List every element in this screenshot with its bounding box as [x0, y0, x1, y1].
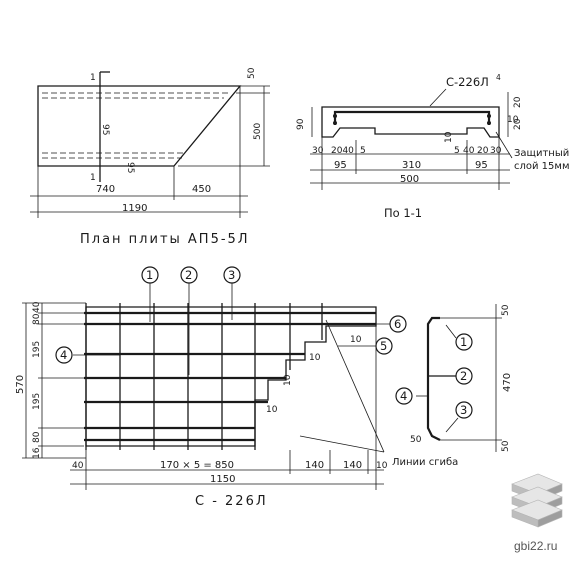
section-dim-95-left: 95 — [334, 160, 347, 171]
mesh-step-dim-2: 10 — [309, 353, 321, 363]
bent-callout-1: 1 — [460, 335, 467, 349]
section-rebar-label: С-226Л — [446, 75, 489, 89]
plan-dim-95-bottom: 95 — [125, 162, 135, 173]
mesh-dim-1150: 1150 — [210, 474, 235, 485]
bent-rebar — [426, 316, 441, 441]
section-dim-310: 310 — [402, 160, 421, 171]
section-mark-bottom: 1 — [90, 173, 96, 183]
plan-dim-500: 500 — [253, 123, 263, 140]
bent-dim-50-side: 50 — [410, 435, 422, 445]
section-dim-5: 5 — [360, 146, 366, 156]
fold-line-2 — [299, 435, 385, 453]
mesh-callout-2: 2 — [185, 268, 192, 282]
plan-view: 1 1 95 95 50 500 740 450 1190 План плиты… — [30, 67, 270, 247]
mesh-step-dim-1: 10 — [350, 335, 362, 345]
mesh-caption: С - 226Л — [195, 494, 268, 509]
section-dim-10: 10 — [507, 115, 519, 125]
bent-dim-50-top: 50 — [501, 304, 511, 316]
mesh-dim-195-bottom: 195 — [32, 393, 42, 410]
mesh-callout-6: 6 — [394, 317, 401, 331]
plan-caption: План плиты АП5-5Л — [80, 232, 250, 247]
bent-dim-50-bottom: 50 — [501, 440, 511, 452]
mesh-dim-80-bottom: 80 — [32, 431, 42, 443]
plan-dim-50: 50 — [247, 67, 257, 79]
section-rebar — [333, 110, 491, 125]
stacked-slabs-icon — [511, 473, 563, 528]
mesh-dim-16: 16 — [32, 447, 42, 459]
mesh-dim-850: 170 × 5 = 850 — [160, 460, 234, 471]
section-dim-2040: 2040 — [331, 146, 354, 156]
bent-section-view: 1 2 4 3 50 470 50 50 — [395, 304, 513, 452]
section-cover-leader — [495, 131, 513, 159]
bent-callout-3: 3 — [460, 403, 467, 417]
section-dim-20: 20 — [513, 96, 523, 108]
section-rebar-leader — [429, 88, 447, 107]
plan-dim-450: 450 — [192, 184, 211, 195]
mesh-view: 10 10 10 10 Линии сгиба 1 2 3 4 5 6 — [15, 266, 458, 509]
section-dim-40r: 40 — [463, 146, 475, 156]
plan-dim-740: 740 — [96, 184, 115, 195]
section-dim-90: 90 — [296, 118, 306, 130]
plan-dim-1190: 1190 — [122, 203, 147, 214]
fold-line-1 — [325, 319, 385, 453]
mesh-callout-5: 5 — [380, 339, 387, 353]
section-cover-note-1: Защитный — [514, 148, 569, 159]
section-view: С-226Л 4 90 20 20 10 10 30 2040 5 5 40 2… — [296, 73, 570, 220]
mesh-dim-140a: 140 — [305, 460, 324, 471]
mesh-dim-195-top: 195 — [32, 341, 42, 358]
mesh-dim-bottom-40: 40 — [72, 461, 84, 471]
mesh-dim-570: 570 — [15, 375, 26, 394]
mesh-dim-bottom-10: 10 — [376, 461, 388, 471]
section-caption: По 1-1 — [384, 206, 422, 220]
mesh-callout-3: 3 — [228, 268, 235, 282]
section-dim-30: 30 — [312, 146, 324, 156]
section-dim-30r: 30 — [490, 146, 502, 156]
mesh-dim-140b: 140 — [343, 460, 362, 471]
mesh-callout-4: 4 — [60, 348, 67, 362]
section-dim-500: 500 — [400, 174, 419, 185]
section-dim-20b: 20 — [513, 118, 523, 130]
mesh-outline — [85, 306, 377, 447]
mesh-dim-40: 40 — [32, 301, 42, 313]
mesh-callout-1: 1 — [146, 268, 153, 282]
section-dim-95-right: 95 — [475, 160, 488, 171]
mesh-step-dim-3: 10 — [283, 374, 293, 386]
bent-callout-4: 4 — [400, 389, 407, 403]
plan-dim-95-top: 95 — [100, 124, 110, 135]
mesh-step-dim-4: 10 — [266, 405, 278, 415]
section-dim-10b: 10 — [444, 131, 454, 143]
section-dim-5r: 5 — [454, 146, 460, 156]
bent-dim-470: 470 — [502, 373, 513, 392]
section-rebar-suffix: 4 — [496, 73, 501, 82]
fold-line-label: Линии сгиба — [392, 457, 458, 468]
watermark-text: gbi22.ru — [514, 539, 557, 553]
section-mark-top: 1 — [90, 73, 96, 83]
section-cover-note-2: слой 15мм — [514, 161, 570, 172]
section-dim-20r: 20 — [477, 146, 489, 156]
bent-callout-2: 2 — [460, 369, 467, 383]
mesh-dim-80-top: 80 — [32, 313, 42, 325]
watermark: gbi22.ru — [511, 473, 563, 553]
